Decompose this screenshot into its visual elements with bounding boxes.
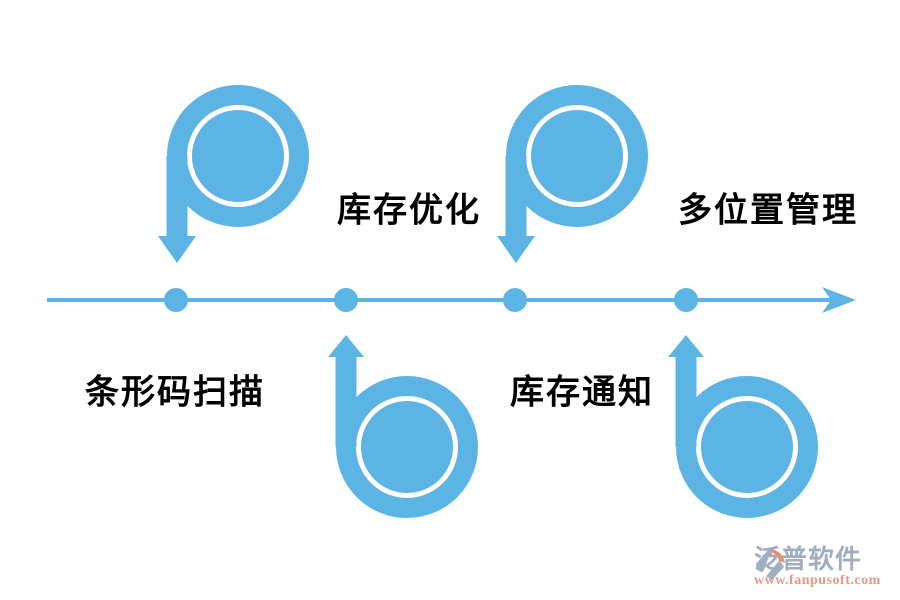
spiral-arrow-up-icon (328, 335, 478, 518)
watermark-url-text: www.fanpusoft.com (754, 573, 881, 588)
spiral-arrow-down-icon (158, 85, 309, 263)
timeline-dot-3 (503, 288, 527, 312)
timeline-axis (47, 287, 856, 313)
spiral-arrow-down-icon (497, 85, 648, 263)
label-inventory-optimization: 库存优化 (337, 190, 481, 231)
label-barcode-scanning: 条形码扫描 (85, 372, 265, 413)
spiral-arrow-up-icon (668, 335, 818, 518)
timeline-dot-4 (674, 288, 698, 312)
fanpu-logo-icon (755, 548, 786, 580)
watermark: 泛普软件 www.fanpusoft.com (754, 547, 900, 588)
timeline-dot-1 (164, 288, 188, 312)
timeline-dot-2 (334, 288, 358, 312)
label-multi-location-management: 多位置管理 (678, 190, 858, 231)
timeline-arrowhead-icon (822, 287, 856, 313)
label-inventory-notification: 库存通知 (510, 372, 654, 413)
